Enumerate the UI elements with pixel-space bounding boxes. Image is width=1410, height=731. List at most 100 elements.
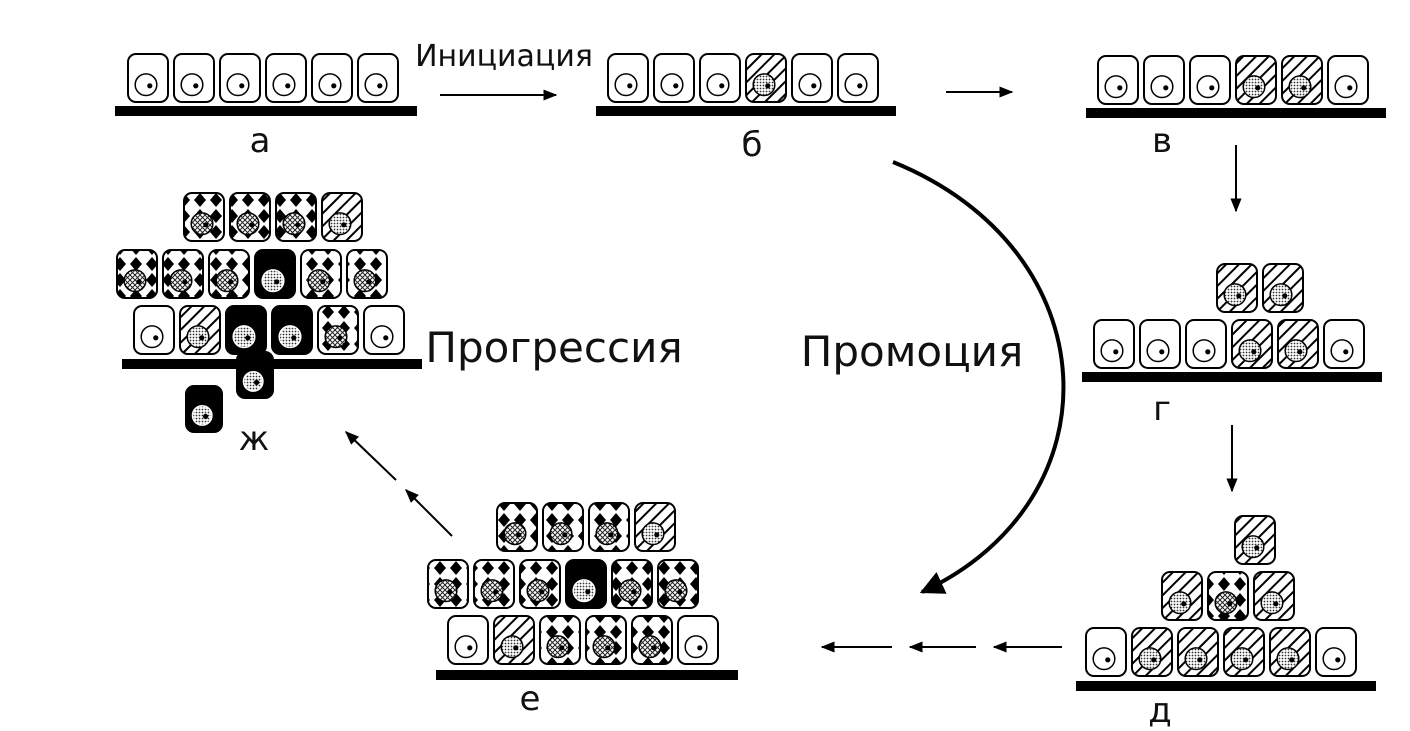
cell-initiated bbox=[634, 502, 676, 552]
stage-label-zh: ж bbox=[239, 419, 270, 459]
cell-initiated bbox=[1262, 263, 1304, 313]
nucleus bbox=[1288, 75, 1312, 99]
nucleolus bbox=[274, 279, 280, 285]
nucleolus bbox=[203, 222, 209, 228]
nucleus bbox=[140, 325, 164, 349]
nucleus bbox=[169, 269, 193, 293]
nucleus bbox=[592, 635, 616, 659]
nucleolus bbox=[377, 83, 383, 89]
nucleolus bbox=[291, 335, 297, 341]
nucleolus bbox=[1301, 85, 1307, 91]
nucleus bbox=[1184, 647, 1208, 671]
cell-initiated bbox=[745, 53, 787, 103]
nucleolus bbox=[516, 532, 522, 538]
cell-normal bbox=[363, 305, 405, 355]
cell-promoted bbox=[657, 559, 699, 609]
nucleolus bbox=[337, 335, 343, 341]
nucleus bbox=[180, 73, 204, 97]
cell-promoted bbox=[473, 559, 515, 609]
stage-label-g: г bbox=[1153, 389, 1171, 429]
nucleolus bbox=[467, 645, 473, 651]
nucleus bbox=[191, 404, 213, 426]
cell-normal bbox=[607, 53, 649, 103]
membrane-b bbox=[596, 106, 896, 116]
stage-label-a: а bbox=[250, 121, 271, 161]
cell-promoted bbox=[631, 615, 673, 665]
cell-promoted bbox=[346, 249, 388, 299]
cell-promoted bbox=[183, 192, 225, 242]
cell-normal bbox=[265, 53, 307, 103]
nucleus bbox=[618, 579, 642, 603]
cell-promoted bbox=[116, 249, 158, 299]
nucleus bbox=[1230, 647, 1254, 671]
nucleus bbox=[641, 522, 665, 546]
nucleus bbox=[1214, 591, 1238, 615]
cell-normal bbox=[133, 305, 175, 355]
nucleus bbox=[190, 212, 214, 236]
nucleus bbox=[526, 579, 550, 603]
nucleus bbox=[1150, 75, 1174, 99]
cell-normal bbox=[1327, 55, 1369, 105]
nucleus bbox=[752, 73, 776, 97]
cell-initiated bbox=[1177, 627, 1219, 677]
cell-normal bbox=[173, 53, 215, 103]
nucleus bbox=[1092, 647, 1116, 671]
nucleus bbox=[370, 325, 394, 349]
cell-normal bbox=[311, 53, 353, 103]
cell-normal bbox=[1189, 55, 1231, 105]
nucleolus bbox=[447, 589, 453, 595]
nucleus bbox=[1276, 647, 1300, 671]
nucleus bbox=[638, 635, 662, 659]
cell-normal bbox=[1323, 319, 1365, 369]
nucleus bbox=[278, 325, 302, 349]
nucleolus bbox=[1236, 293, 1242, 299]
stage-label-v: в bbox=[1152, 121, 1172, 161]
nucleolus bbox=[1151, 657, 1157, 663]
nucleolus bbox=[1117, 85, 1123, 91]
nucleolus bbox=[1251, 349, 1257, 355]
nucleus bbox=[328, 212, 352, 236]
cell-malignant bbox=[271, 305, 313, 355]
nucleolus bbox=[1347, 85, 1353, 91]
arrow-e-to-zh-dash-2 bbox=[344, 431, 397, 481]
cell-normal bbox=[219, 53, 261, 103]
nucleus bbox=[1241, 535, 1265, 559]
initiation-label: Инициация bbox=[415, 39, 593, 74]
nucleolus bbox=[719, 83, 725, 89]
nucleolus bbox=[1255, 85, 1261, 91]
nucleolus bbox=[1227, 601, 1233, 607]
cell-promoted bbox=[496, 502, 538, 552]
nucleus bbox=[324, 325, 348, 349]
nucleolus bbox=[654, 532, 660, 538]
nucleus bbox=[1284, 339, 1308, 363]
nucleolus bbox=[631, 589, 637, 595]
nucleus bbox=[549, 522, 573, 546]
cluster-e bbox=[427, 502, 719, 665]
nucleus bbox=[684, 635, 708, 659]
nucleus bbox=[546, 635, 570, 659]
cluster-b bbox=[607, 53, 879, 103]
nucleolus bbox=[1197, 657, 1203, 663]
nucleolus bbox=[1254, 545, 1260, 551]
nucleus bbox=[232, 325, 256, 349]
promotion-arc-arrow bbox=[892, 160, 1066, 594]
cell-initiated bbox=[179, 305, 221, 355]
nucleolus bbox=[153, 335, 159, 341]
nucleolus bbox=[1282, 293, 1288, 299]
nucleus bbox=[1330, 339, 1354, 363]
nucleus bbox=[1146, 339, 1170, 363]
nucleus bbox=[1322, 647, 1346, 671]
nucleolus bbox=[1343, 349, 1349, 355]
membrane-e bbox=[436, 670, 738, 680]
cell-promoted bbox=[162, 249, 204, 299]
nucleolus bbox=[697, 645, 703, 651]
nucleus bbox=[614, 73, 638, 97]
nucleolus bbox=[1181, 601, 1187, 607]
nucleus bbox=[454, 635, 478, 659]
nucleus bbox=[1100, 339, 1124, 363]
nucleolus bbox=[245, 335, 251, 341]
cell-promoted bbox=[427, 559, 469, 609]
nucleolus bbox=[651, 645, 657, 651]
membrane-a bbox=[115, 106, 417, 116]
